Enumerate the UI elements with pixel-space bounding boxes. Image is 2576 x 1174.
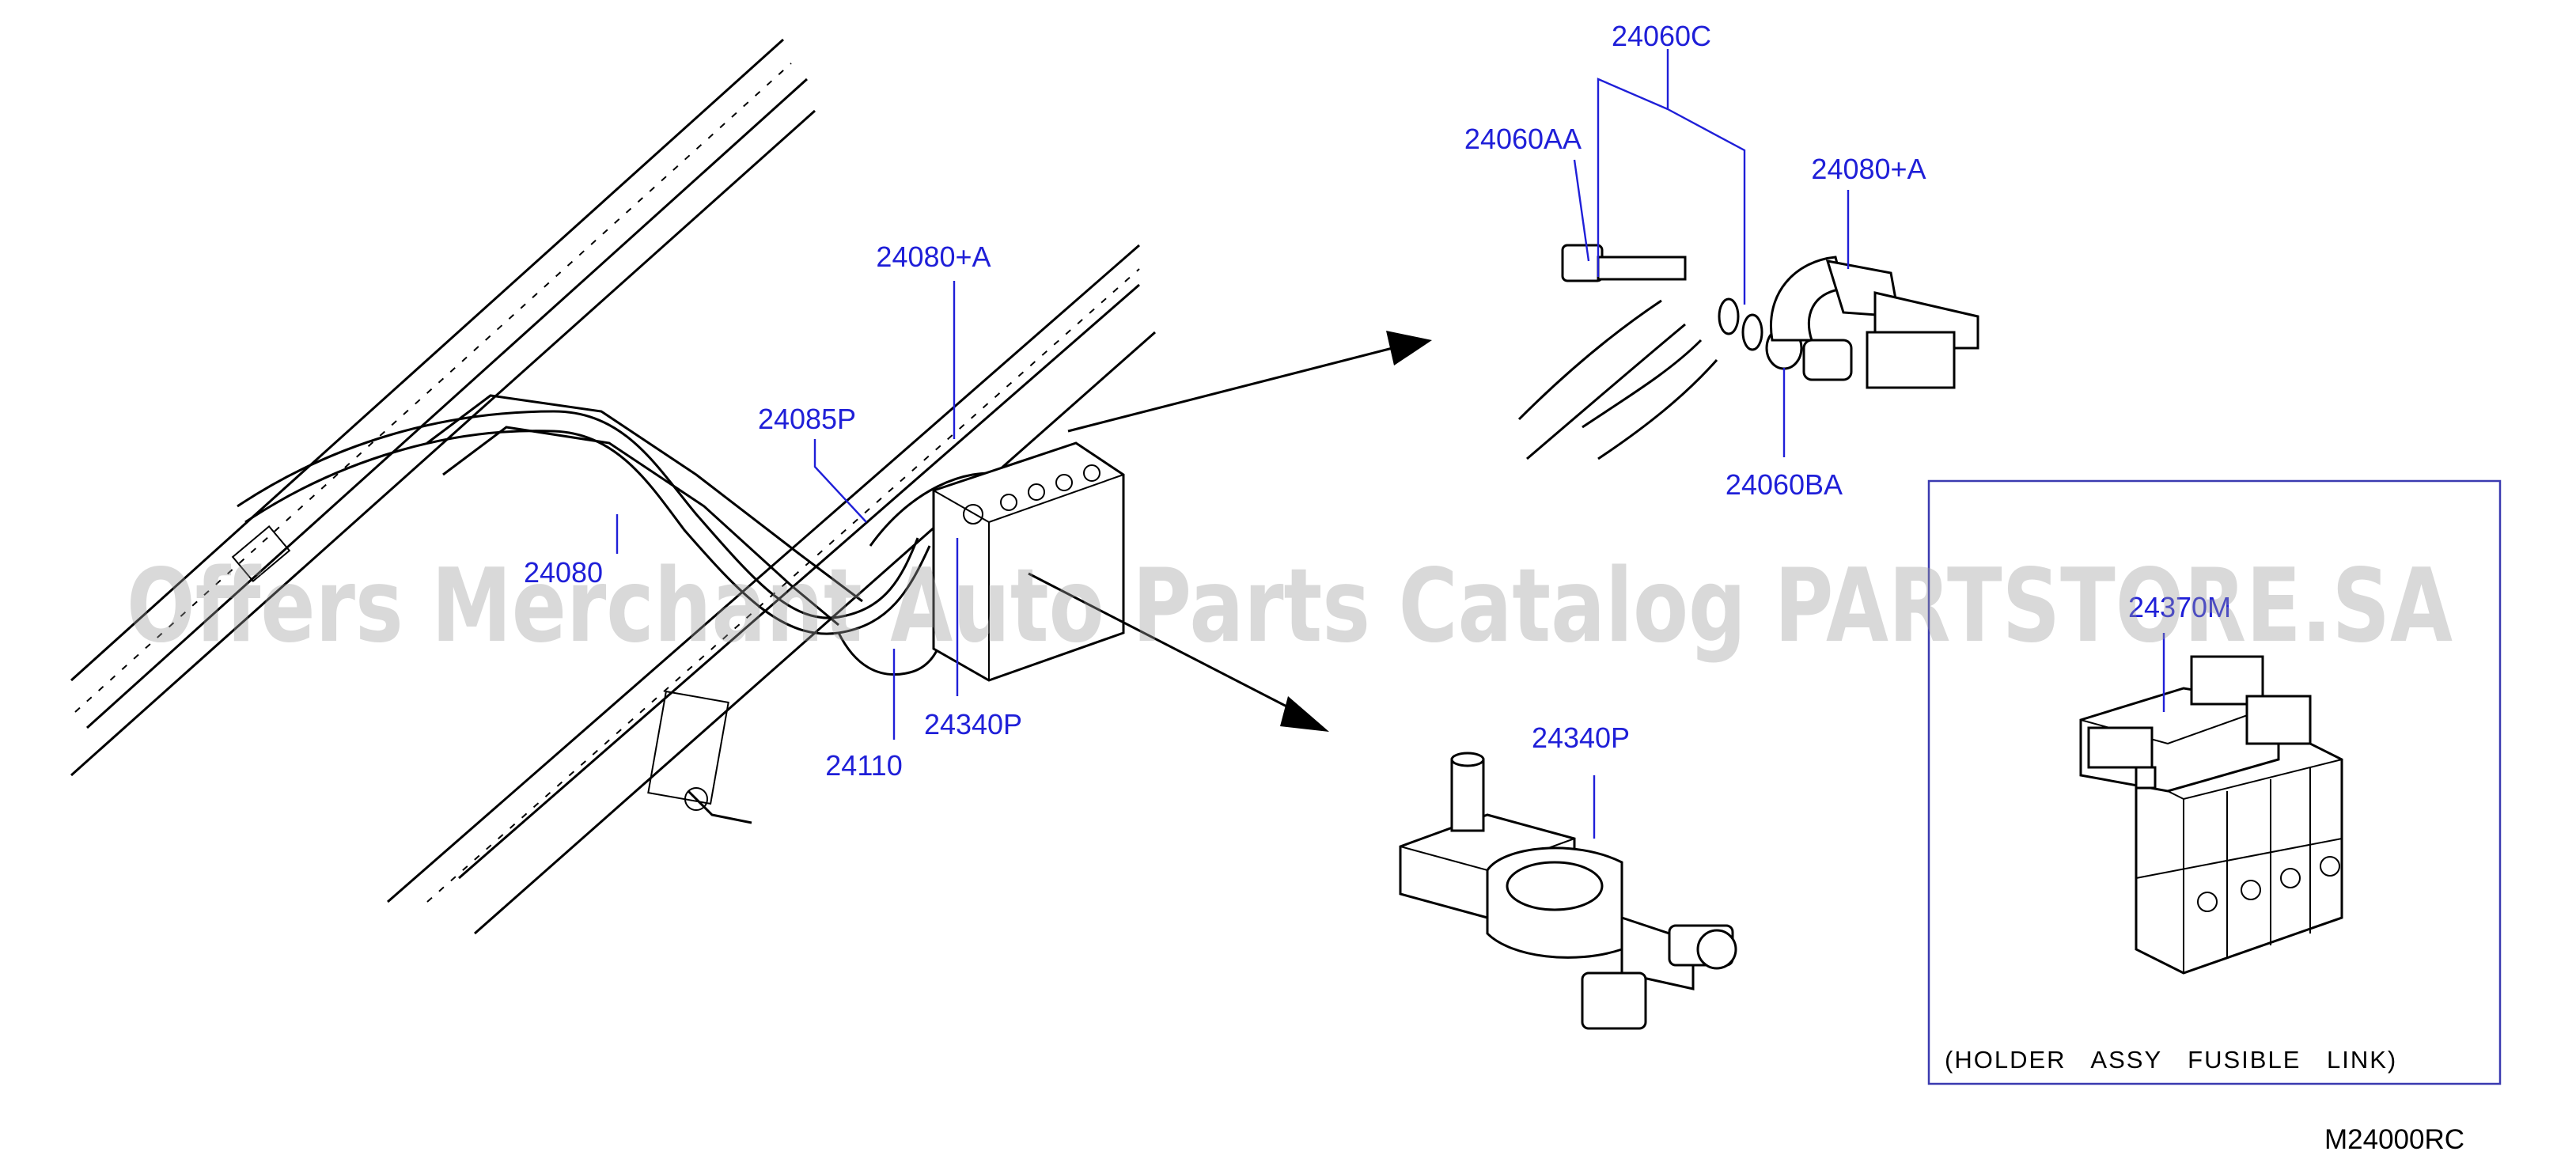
detail-arrow-lower	[1028, 572, 1329, 732]
battery-cable-terminal-detail	[1517, 244, 1979, 460]
callout-labels: 24060C 24060AA 24080+A 24060BA 24080+A 2…	[524, 20, 2231, 782]
callout-24340P-main: 24340P	[924, 708, 1022, 740]
watermark: Offers Merchant Auto Parts Catalog PARTS…	[127, 547, 2453, 665]
callout-24340P-detail: 24340P	[1532, 721, 1630, 754]
callout-24080A-main: 24080+A	[876, 240, 991, 273]
callout-24085P: 24085P	[758, 403, 856, 435]
frame-rail-assembly	[70, 38, 1156, 935]
battery-terminal-detail	[1399, 752, 1737, 1030]
diagram-code: M24000RC	[2324, 1124, 2464, 1155]
callout-24110: 24110	[825, 749, 902, 782]
callout-24060C: 24060C	[1612, 20, 1711, 52]
battery	[932, 441, 1125, 682]
callout-24060BA: 24060BA	[1726, 468, 1843, 501]
callout-24080A-detail: 24080+A	[1811, 153, 1926, 185]
detail-arrow-upper	[1067, 331, 1432, 433]
callout-24370M: 24370M	[2128, 591, 2231, 623]
callout-24080: 24080	[524, 556, 603, 589]
inset-caption: (HOLDER ASSY FUSIBLE LINK)	[1945, 1046, 2397, 1074]
fusible-link-inset	[1927, 479, 2502, 1085]
callout-24060AA: 24060AA	[1464, 123, 1582, 155]
leader-lines	[616, 49, 2165, 839]
